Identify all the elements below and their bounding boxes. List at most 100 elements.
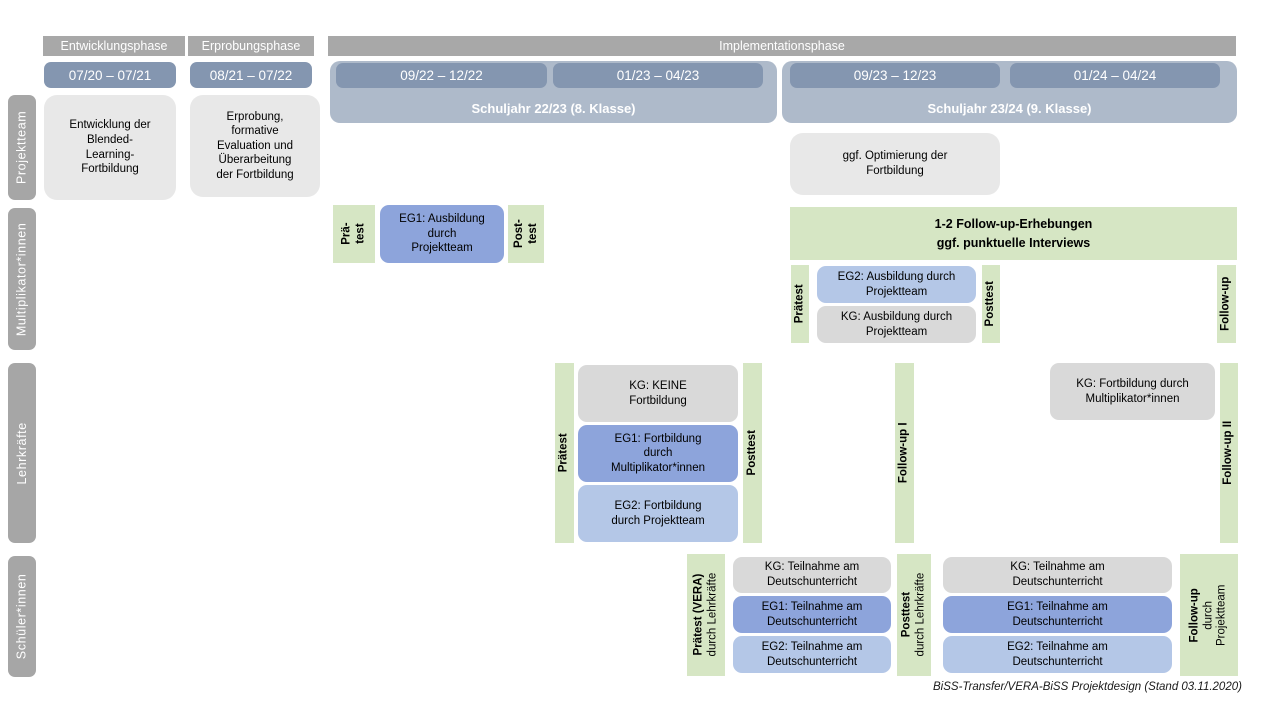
date-range-0123-0423: 01/23 – 04/23 <box>553 63 763 88</box>
text-line: Deutschunterricht <box>1012 615 1103 628</box>
box-text: EG1: Teilnahme am Deutschunterricht <box>943 600 1172 629</box>
text-line: Multiplikator*innen <box>1085 392 1180 405</box>
text-line: ggf. Optimierung der <box>842 150 948 163</box>
phase-label: Erprobungsphase <box>201 39 301 53</box>
vertical-text: Follow-up II <box>1222 421 1235 485</box>
date-text: 09/22 – 12/22 <box>400 68 483 83</box>
schueler-sem2-eg2-box: EG2: Teilnahme am Deutschunterricht <box>943 636 1172 673</box>
text-line: Post- <box>512 219 525 249</box>
text-line: KG: KEINE <box>629 379 687 392</box>
vertical-text: Post- test <box>512 220 539 249</box>
row-label-multiplikatorinnen: Multiplikator*innen <box>8 208 36 350</box>
text-line: Prätest (VERA) <box>692 574 705 656</box>
mult-followup-bar: Follow-up <box>1217 265 1236 343</box>
box-text: 1-2 Follow-up-Erhebungen ggf. punktuelle… <box>935 215 1093 253</box>
vertical-text: Posttest durch Lehrkräfte <box>900 573 927 657</box>
text-line: durch <box>643 447 673 460</box>
date-text: 07/20 – 07/21 <box>68 67 152 83</box>
schuljahr-2223-label: Schuljahr 22/23 (8. Klasse) <box>471 100 636 116</box>
box-text: ggf. Optimierung der Fortbildung <box>790 149 1000 178</box>
text-line: Follow-up <box>1188 587 1201 643</box>
text-line: EG1: Ausbildung <box>399 213 485 226</box>
box-text: EG1: Fortbildung durch Multiplikator*inn… <box>578 432 738 476</box>
text-line: EG2: Teilnahme am <box>1007 640 1108 653</box>
date-text: 08/21 – 07/22 <box>209 67 293 83</box>
text-line: EG1: Fortbildung <box>614 432 702 445</box>
text-line: durch Projektteam <box>611 514 705 527</box>
vertical-text: Posttest <box>745 430 758 476</box>
box-text: EG2: Teilnahme am Deutschunterricht <box>943 640 1172 669</box>
schueler-posttest-bar: Posttest durch Lehrkräfte <box>897 554 931 676</box>
phase-label: Implementationsphase <box>719 39 845 53</box>
box-text: KG: Teilnahme am Deutschunterricht <box>943 560 1172 589</box>
text-line: ggf. punktuelle Interviews <box>936 235 1091 250</box>
text-line: test <box>354 223 366 245</box>
text-line: Projektteam <box>1215 584 1228 646</box>
lehr-followup1-bar: Follow-up I <box>895 363 914 543</box>
box-text: EG1: Teilnahme am Deutschunterricht <box>733 600 891 629</box>
schueler-praetest-vera-bar: Prätest (VERA) durch Lehrkräfte <box>687 554 725 676</box>
date-range-0124-0424: 01/24 – 04/24 <box>1010 63 1220 88</box>
text-line: Evaluation und <box>216 139 294 152</box>
text-line: Projektteam <box>411 242 473 255</box>
text-line: Projektteam <box>865 325 928 338</box>
mult-praetest2-bar: Prätest <box>791 265 809 343</box>
schueler-sem1-eg2-box: EG2: Teilnahme am Deutschunterricht <box>733 636 891 673</box>
text-line: durch Lehrkräfte <box>914 573 926 657</box>
text-line: KG: Teilnahme am <box>1010 561 1105 574</box>
date-text: 01/24 – 04/24 <box>1073 68 1157 83</box>
text-line: Posttest <box>900 592 913 638</box>
schueler-sem2-eg1-box: EG1: Teilnahme am Deutschunterricht <box>943 596 1172 633</box>
text-line: EG1: Teilnahme am <box>1007 600 1108 613</box>
row-label-projektteam: Projektteam <box>8 95 36 200</box>
projektteam-entwicklung-box: Entwicklung der Blended- Learning- Fortb… <box>44 95 176 200</box>
text-line: test <box>526 223 538 245</box>
text-line: der Fortbildung <box>216 168 294 181</box>
box-text: Entwicklung der Blended- Learning- Fortb… <box>44 118 176 176</box>
text-line: Überarbeitung <box>218 154 292 167</box>
lehr-kg-fortbildung-box: KG: Fortbildung durch Multiplikator*inne… <box>1050 363 1215 420</box>
text-line: Prä- <box>340 222 353 246</box>
phase-header-erprobungsphase: Erprobungsphase <box>188 36 314 56</box>
text-line: EG1: Teilnahme am <box>761 600 863 613</box>
text-line: Erprobung, <box>226 110 284 123</box>
text-line: Deutschunterricht <box>1012 576 1103 588</box>
schueler-sem1-eg1-box: EG1: Teilnahme am Deutschunterricht <box>733 596 891 633</box>
text-line: Deutschunterricht <box>766 655 858 668</box>
text-line: Entwicklung der <box>69 119 151 132</box>
schueler-sem2-kg-box: KG: Teilnahme am Deutschunterricht <box>943 557 1172 593</box>
mult-kg-box: KG: Ausbildung durch Projektteam <box>817 306 976 343</box>
box-text: KG: Teilnahme am Deutschunterricht <box>733 560 891 589</box>
text-line: EG2: Fortbildung <box>614 499 702 512</box>
schuljahr-2324-label: Schuljahr 23/24 (9. Klasse) <box>927 100 1092 116</box>
mult-eg1-box: EG1: Ausbildung durch Projektteam <box>380 205 504 263</box>
box-text: KG: Fortbildung durch Multiplikator*inne… <box>1050 377 1215 406</box>
text-line: Projektteam <box>865 285 928 298</box>
text-line: EG2: Teilnahme am <box>761 640 863 653</box>
text-line: Learning- <box>85 148 135 161</box>
date-range-0821-0722: 08/21 – 07/22 <box>190 62 312 88</box>
text-line: durch <box>427 227 457 240</box>
text-line: Fortbildung <box>81 163 139 176</box>
vertical-text: Follow-up I <box>897 422 910 484</box>
lehr-posttest-bar: Posttest <box>743 363 762 543</box>
lehr-eg2-box: EG2: Fortbildung durch Projektteam <box>578 485 738 542</box>
date-range-0720-0721: 07/20 – 07/21 <box>44 62 176 88</box>
vertical-text: Posttest <box>984 281 997 327</box>
vertical-text: Prä- test <box>340 223 367 245</box>
date-text: 01/23 – 04/23 <box>616 68 700 83</box>
mult-followup-erhebungen-box: 1-2 Follow-up-Erhebungen ggf. punktuelle… <box>790 207 1237 260</box>
text-line: Deutschunterricht <box>1012 655 1103 668</box>
vertical-text: Prätest <box>557 433 570 473</box>
vertical-text: Prätest <box>793 284 806 324</box>
date-range-0923-1223: 09/23 – 12/23 <box>790 63 1000 88</box>
vertical-text: Prätest (VERA) durch Lehrkräfte <box>692 573 719 657</box>
footer-caption: BiSS-Transfer/VERA-BiSS Projektdesign (S… <box>933 681 1242 693</box>
row-label-lehrkraefte: Lehrkräfte <box>8 363 36 543</box>
lehr-followup2-bar: Follow-up II <box>1220 363 1238 543</box>
mult-posttest-bar: Post- test <box>508 205 544 263</box>
box-text: EG2: Teilnahme am Deutschunterricht <box>733 640 891 669</box>
text-line: KG: Teilnahme am <box>764 561 860 574</box>
row-label-text: Projektteam <box>14 110 29 185</box>
